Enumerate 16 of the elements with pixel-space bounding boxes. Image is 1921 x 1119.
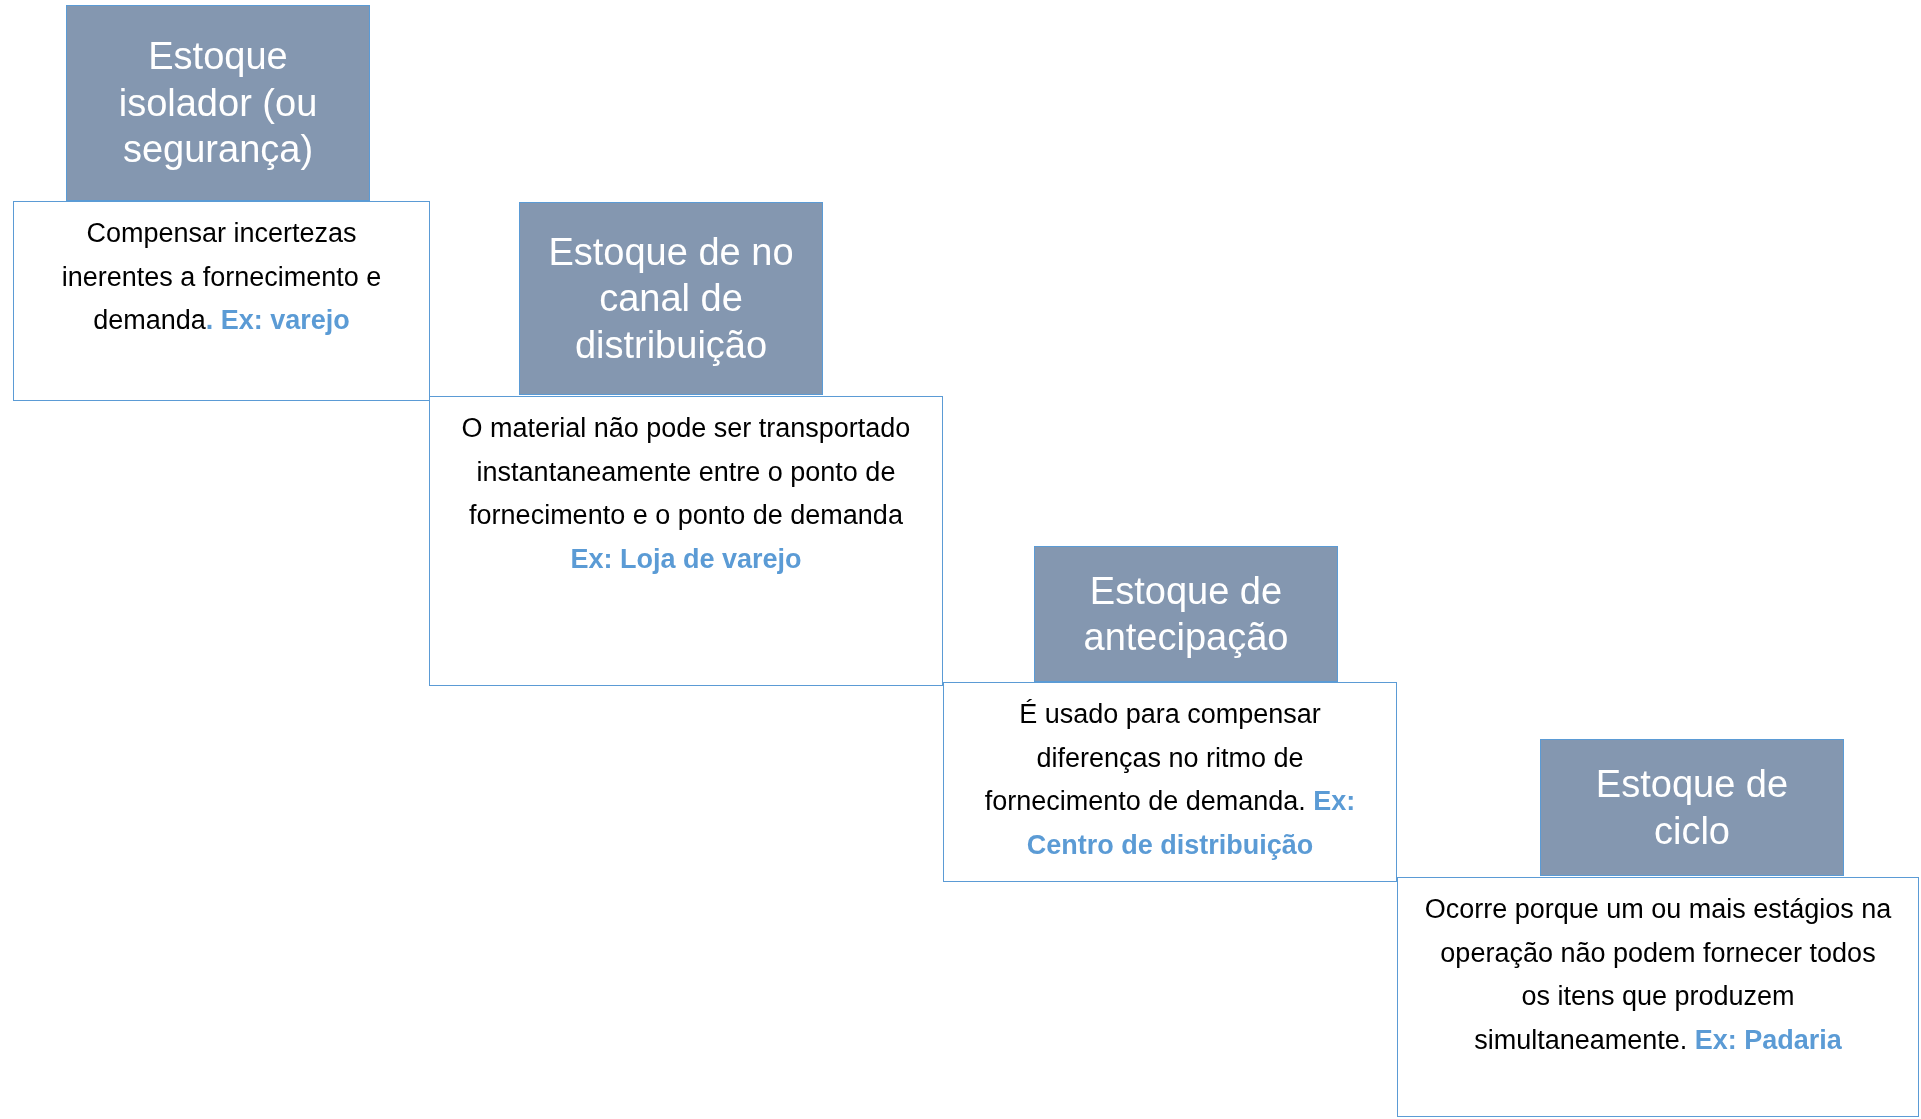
- category-header-box: [1540, 739, 1844, 876]
- header-text: Estoque de no canal de distribuição: [547, 229, 795, 368]
- description-text: O material não pode ser transportado instantaneamente entre o ponto de fornecimento e o ponto de demanda Ex: Loja de varejo: [460, 412, 912, 577]
- header-text: Estoque isolador (ou segurança): [117, 34, 319, 173]
- description-box: [943, 682, 1397, 882]
- description-text: Compensar incertezas inerentes a fornecimento e demanda. Ex: varejo: [60, 217, 383, 338]
- description-box: [1397, 877, 1919, 1117]
- category-header-box: [519, 202, 823, 395]
- category-header-box: [66, 5, 370, 201]
- description-box: [429, 396, 943, 686]
- header-text: Estoque de antecipação: [1082, 568, 1290, 660]
- description-text: Ocorre porque um ou mais estágios na operação não podem fornecer todos os itens que produzem simultaneamente. Ex: Padaria: [1424, 893, 1892, 1058]
- description-text: É usado para compensar diferenças no ritmo de fornecimento de demanda. Ex: Centro de distribuição: [983, 698, 1357, 863]
- header-text: Estoque de ciclo: [1594, 762, 1790, 854]
- description-box: [13, 201, 430, 401]
- category-header-box: [1034, 546, 1338, 682]
